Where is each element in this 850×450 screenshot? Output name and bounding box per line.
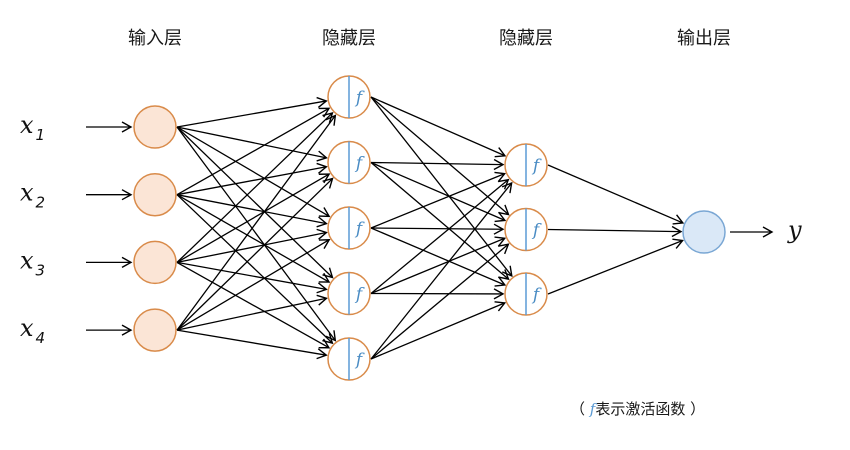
connection-edge	[176, 294, 328, 331]
connection-edge	[176, 111, 334, 263]
connection-edge	[176, 194, 331, 283]
connection-edge	[176, 329, 328, 360]
connection-edge	[370, 236, 507, 295]
hidden-layer-2-title: 隐藏层	[499, 28, 553, 49]
connection-edge	[176, 261, 331, 349]
hidden1-neuron: f	[327, 337, 371, 381]
input-neuron-circle	[133, 105, 177, 149]
output-neuron-circle	[682, 210, 726, 254]
output-layer-title: 输出层	[677, 28, 731, 49]
connection-edge	[370, 227, 507, 287]
connections	[176, 96, 685, 360]
connection-edge	[370, 223, 505, 235]
connection-edge	[176, 194, 328, 228]
input-subscript: 1	[36, 126, 46, 144]
input-neuron	[133, 172, 177, 217]
activation-note: （ f表示激活函数 ）	[570, 398, 705, 419]
connection-edge	[370, 96, 510, 216]
connection-edge	[176, 126, 328, 162]
note-f-symbol: f	[589, 400, 596, 418]
input-subscript: 2	[36, 194, 46, 212]
activation-f-label: f	[531, 156, 542, 176]
connection-edge	[370, 162, 510, 281]
connection-edge	[547, 238, 684, 295]
connection-edge	[370, 243, 510, 360]
hidden1-neuron: f	[327, 271, 371, 316]
neurons: f f f f f f f f	[133, 75, 726, 381]
connection-edge	[176, 126, 337, 342]
hidden1-neuron: f	[327, 206, 371, 250]
hidden2-neuron: f	[504, 207, 548, 252]
note-open-paren: （	[570, 400, 590, 418]
activation-f-label: f	[354, 285, 365, 305]
connection-edge	[176, 239, 331, 331]
connection-edge	[176, 177, 334, 331]
connection-edge	[370, 178, 510, 295]
hidden-layer-1-title: 隐藏层	[322, 28, 376, 49]
input-neuron-circle	[133, 308, 177, 352]
connection-edge	[370, 96, 507, 158]
input-neuron	[133, 105, 177, 149]
connection-edge	[176, 107, 331, 196]
input-neuron	[133, 308, 177, 352]
connection-edge	[176, 261, 328, 294]
hidden2-neuron: f	[504, 272, 548, 316]
connection-edge	[176, 228, 328, 264]
activation-f-label: f	[354, 350, 365, 370]
output-neuron	[682, 210, 726, 254]
input-layer-title: 输入层	[128, 28, 182, 49]
activation-f-label: f	[354, 88, 365, 108]
connection-edge	[370, 161, 507, 223]
connection-edge	[176, 96, 328, 128]
connection-edge	[176, 114, 337, 331]
output-label: y	[787, 216, 802, 244]
input-neuron	[133, 240, 177, 285]
connection-edge	[176, 126, 334, 279]
connection-edge	[547, 225, 683, 238]
connection-edge	[370, 158, 505, 171]
connection-edge	[370, 171, 507, 229]
input-subscript: 4	[36, 329, 46, 347]
activation-f-label: f	[354, 154, 365, 174]
input-neuron-circle	[133, 172, 177, 217]
activation-f-label: f	[531, 285, 542, 305]
connection-edge	[176, 126, 331, 218]
connection-edge	[176, 162, 328, 196]
connection-edge	[176, 173, 331, 263]
connection-edge	[370, 181, 513, 360]
input-subscript: 3	[36, 261, 46, 279]
hidden2-neuron: f	[504, 143, 548, 187]
hidden1-neuron: f	[327, 75, 371, 119]
hidden1-neuron: f	[327, 140, 371, 185]
activation-f-label: f	[531, 221, 542, 241]
input-neuron-circle	[133, 240, 177, 285]
connection-edge	[370, 301, 507, 360]
connection-edge	[370, 96, 513, 278]
connection-edge	[176, 194, 334, 345]
connection-edge	[547, 164, 685, 225]
activation-f-label: f	[354, 219, 365, 239]
note-text: 表示激活函数 ）	[595, 400, 706, 418]
